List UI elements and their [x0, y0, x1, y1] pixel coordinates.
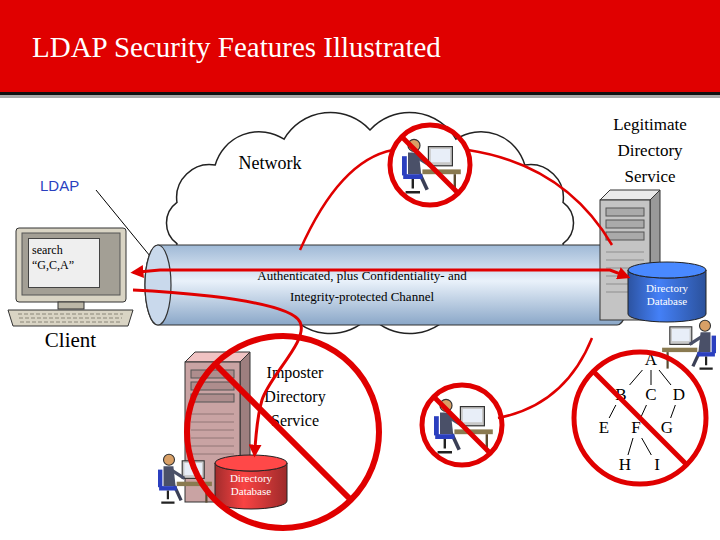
- tree-entry: A: [642, 350, 660, 370]
- protocol-label: LDAP: [40, 177, 79, 194]
- vent-line: [191, 430, 234, 431]
- vent-line: [191, 454, 234, 455]
- drive-bay: [191, 394, 234, 402]
- tree-entry: F: [627, 418, 645, 438]
- screen-window: search “G,C,A”: [28, 238, 100, 288]
- directory-server: Imposter Directory ServiceDirectory Data…: [180, 350, 355, 510]
- prohibition-slash: [402, 137, 458, 193]
- drive-bay: [606, 208, 644, 216]
- tube-end: [145, 245, 171, 325]
- tree-entry-text: I: [648, 455, 666, 475]
- title-band-shadow: [0, 95, 720, 98]
- cylinder-top: [215, 455, 287, 471]
- directory-server-text: Legitimate Directory Service: [595, 112, 705, 190]
- prohibition-circle: [422, 385, 502, 465]
- tree-link: [641, 405, 647, 418]
- monitor-case: [16, 228, 126, 302]
- tree-entry: G: [658, 418, 676, 438]
- tree-entry-text: E: [595, 418, 613, 438]
- drive-bay: [191, 370, 234, 378]
- vent-line: [191, 414, 234, 415]
- tree-entry-text: A: [642, 350, 660, 370]
- prohibition-slash: [593, 371, 687, 465]
- tree-entry: D: [670, 385, 688, 405]
- secure-channel: Authenticated, plus Confidentiality- and…: [145, 244, 630, 326]
- tree-entry-text: G: [658, 418, 676, 438]
- database-cylinder: Directory Database: [215, 455, 287, 509]
- tree-entry: I: [648, 455, 666, 475]
- tree-entry-text: D: [670, 385, 688, 405]
- database-cylinder-text: Directory Database: [632, 282, 702, 308]
- prohibition-circle: [187, 336, 379, 528]
- tree-link: [642, 438, 652, 455]
- tube-body: [145, 245, 630, 325]
- red-arrow: [133, 290, 301, 455]
- key-row: [19, 318, 122, 319]
- tree-link: [609, 405, 616, 418]
- tree-entry: C: [642, 385, 660, 405]
- client-computer-text: Client: [28, 328, 113, 352]
- directory-server-text: Imposter Directory Service: [240, 361, 350, 433]
- keyboard: [8, 310, 133, 326]
- tower-top: [185, 352, 250, 362]
- directory-server: Legitimate Directory ServiceDirectory Da…: [555, 112, 705, 327]
- vent-line: [606, 252, 644, 253]
- monitor-bezel: [22, 233, 120, 295]
- key-row: [20, 322, 121, 323]
- administrator-figure: [158, 454, 212, 502]
- tree-link: [630, 370, 643, 385]
- prohibition-slash: [434, 397, 490, 453]
- vent-line: [606, 260, 644, 261]
- tree-link: [651, 370, 652, 385]
- attack-arc: [498, 338, 592, 418]
- drive-bay: [191, 382, 234, 390]
- tree-link: [628, 438, 633, 455]
- eavesdropper-figure: [402, 139, 461, 192]
- screen-window-text: search “G,C,A”: [32, 243, 98, 273]
- tree-entry-text: B: [612, 385, 630, 405]
- monitor-stand: [58, 302, 84, 309]
- cylinder-top: [628, 262, 706, 278]
- tree-link: [659, 370, 671, 385]
- tree-entry: E: [595, 418, 613, 438]
- secure-channel-shape: [145, 244, 630, 326]
- tree-entry-text: C: [642, 385, 660, 405]
- title-band: [0, 0, 720, 92]
- attack-arc: [468, 150, 612, 245]
- title-text: LDAP Security Features Illustrated: [32, 31, 441, 64]
- client-computer: Clientsearch “G,C,A”: [8, 228, 133, 328]
- administrator-figure: [662, 320, 716, 368]
- prohibition-slash: [215, 364, 351, 500]
- title-band-edge: [0, 92, 720, 95]
- prohibition-circle: [390, 125, 470, 205]
- database-cylinder: Directory Database: [628, 262, 706, 322]
- tree-entry-text: H: [616, 455, 634, 475]
- prohibition-circle: [574, 352, 706, 484]
- database-cylinder-text: Directory Database: [217, 472, 285, 498]
- tree-entry-text: F: [627, 418, 645, 438]
- vent-line: [191, 422, 234, 423]
- red-arrow: [133, 270, 628, 277]
- attack-arc: [300, 150, 393, 250]
- vent-line: [191, 446, 234, 447]
- drive-bay: [606, 232, 644, 240]
- tree-entry: B: [612, 385, 630, 405]
- network-cloud-text: Network: [220, 153, 320, 174]
- secure-channel-text: Authenticated, plus Confidentiality- and…: [237, 265, 487, 307]
- tree-entry: H: [616, 455, 634, 475]
- eavesdropper-figure: [434, 399, 493, 452]
- drive-bay: [606, 220, 644, 228]
- tree-link: [671, 405, 676, 418]
- vent-line: [191, 438, 234, 439]
- key-row: [18, 314, 123, 315]
